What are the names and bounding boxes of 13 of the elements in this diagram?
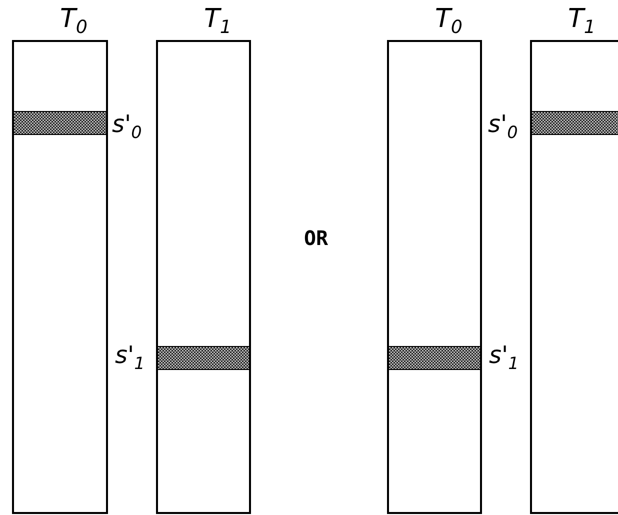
shaded-band [389, 346, 480, 370]
column-heading: T$_{0}$ [435, 6, 462, 38]
or-label: OR [304, 226, 328, 250]
shaded-band [532, 111, 618, 135]
band-label: s'$_{1}$ [489, 343, 519, 372]
column-heading: T$_{0}$ [60, 6, 88, 38]
band-label: s'$_{0}$ [488, 112, 518, 141]
shaded-band [14, 111, 106, 135]
band-label: s'$_{0}$ [112, 112, 142, 141]
band-label: s'$_{1}$ [115, 343, 145, 372]
shaded-band [158, 346, 249, 370]
column-heading: T$_{1}$ [568, 6, 596, 38]
column-heading: T$_{1}$ [204, 6, 232, 38]
